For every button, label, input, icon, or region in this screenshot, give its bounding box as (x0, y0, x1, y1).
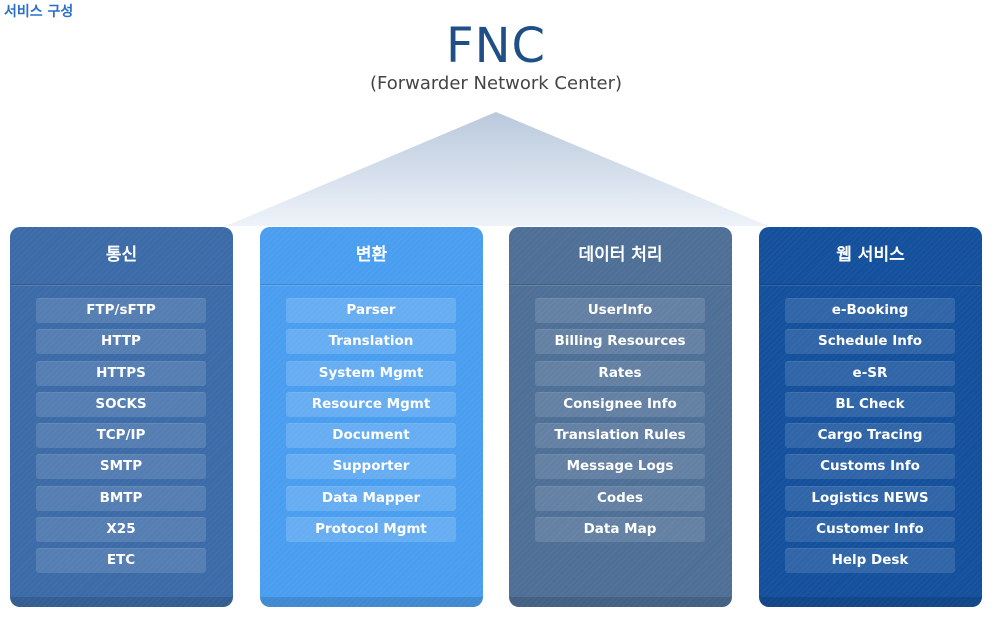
column-footer (759, 597, 982, 607)
column-header: 데이터 처리 (509, 227, 732, 285)
column-header: 통신 (10, 227, 233, 285)
list-item: Translation Rules (535, 423, 705, 448)
list-item: Help Desk (785, 548, 955, 573)
list-item: Rates (535, 360, 705, 386)
list-item: Cargo Tracing (785, 423, 955, 448)
list-item: Codes (535, 485, 705, 511)
column-header: 웹 서비스 (759, 227, 982, 285)
column-web-services: 웹 서비스 e-Booking Schedule Info e-SR BL Ch… (759, 227, 982, 607)
main-title: FNC (445, 18, 547, 74)
column-footer (509, 597, 732, 607)
list-item: TCP/IP (36, 423, 206, 448)
list-item: Consignee Info (535, 391, 705, 417)
list-item: BL Check (785, 391, 955, 417)
list-item: SOCKS (36, 391, 206, 417)
list-item: Customer Info (785, 516, 955, 542)
column-conversion: 변환 Parser Translation System Mgmt Resour… (260, 227, 483, 607)
list-item: Billing Resources (535, 329, 705, 355)
list-item: Translation (286, 329, 456, 355)
item-list: Parser Translation System Mgmt Resource … (286, 298, 456, 548)
column-data-processing: 데이터 처리 UserInfo Billing Resources Rates … (509, 227, 732, 607)
column-header: 변환 (260, 227, 483, 285)
list-item: SMTP (36, 454, 206, 480)
list-item: Data Mapper (286, 485, 456, 511)
list-item: HTTP (36, 329, 206, 355)
list-item: Document (286, 423, 456, 448)
column-footer (10, 597, 233, 607)
list-item: Supporter (286, 454, 456, 480)
list-item: Data Map (535, 516, 705, 542)
column-communication: 통신 FTP/sFTP HTTP HTTPS SOCKS TCP/IP SMTP… (10, 227, 233, 607)
list-item: ETC (36, 548, 206, 573)
list-item: e-Booking (785, 298, 955, 323)
list-item: Message Logs (535, 454, 705, 480)
list-item: Protocol Mgmt (286, 516, 456, 542)
item-list: e-Booking Schedule Info e-SR BL Check Ca… (785, 298, 955, 579)
section-title: 서비스 구성 (4, 4, 74, 20)
list-item: UserInfo (535, 298, 705, 323)
list-item: FTP/sFTP (36, 298, 206, 323)
list-item: X25 (36, 516, 206, 542)
list-item: Logistics NEWS (785, 485, 955, 511)
list-item: Schedule Info (785, 329, 955, 355)
item-list: FTP/sFTP HTTP HTTPS SOCKS TCP/IP SMTP BM… (36, 298, 206, 579)
list-item: Customs Info (785, 454, 955, 480)
item-list: UserInfo Billing Resources Rates Consign… (535, 298, 705, 548)
list-item: Resource Mgmt (286, 391, 456, 417)
list-item: Parser (286, 298, 456, 323)
column-footer (260, 597, 483, 607)
list-item: HTTPS (36, 360, 206, 386)
list-item: System Mgmt (286, 360, 456, 386)
list-item: BMTP (36, 485, 206, 511)
list-item: e-SR (785, 360, 955, 386)
subtitle: (Forwarder Network Center) (369, 73, 623, 94)
